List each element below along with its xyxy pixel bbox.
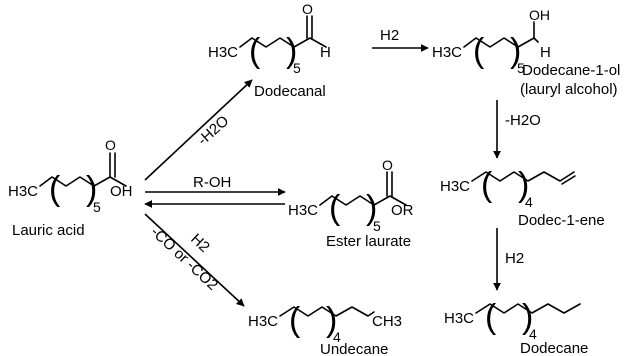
- reagent-dehydration-top: -H2O: [194, 112, 232, 149]
- lauric-acid-o: O: [105, 137, 116, 153]
- lauric-acid-paren-left: (: [49, 170, 61, 208]
- reagent-r-oh: R-OH: [193, 174, 231, 191]
- dodecane-structure: H3C ( ) 4: [444, 298, 581, 342]
- dodecanol-repeat: 5: [517, 60, 525, 76]
- dodecane-paren-right: ): [522, 298, 533, 336]
- dodecanol-paren-right: ): [510, 32, 521, 70]
- dodecanol-oh: OH: [529, 7, 550, 23]
- dodecene-paren-right: ): [518, 166, 529, 204]
- dodecene-h3c: H3C: [440, 178, 470, 195]
- dodecene-label: Dodec-1-ene: [518, 212, 605, 229]
- reagent-dehydration-top-text: -H2O: [194, 112, 232, 149]
- ester-h3c: H3C: [288, 202, 318, 219]
- dodecanal-paren-right: ): [286, 32, 297, 70]
- undecane-structure: H3C ( ) 4 CH3: [248, 301, 402, 345]
- dodecanol-structure: H3C OH ( ) 5 H: [432, 7, 551, 76]
- undecane-paren-right: ): [326, 301, 337, 339]
- reagent-decarb-text: -CO or -CO2: [147, 223, 221, 293]
- lauric-acid-structure: H3C O ( ) 5 OH: [8, 137, 133, 215]
- lauric-acid-paren-right: ): [86, 170, 97, 208]
- ester-label: Ester laurate: [326, 233, 411, 250]
- ester-paren-right: ): [366, 189, 377, 227]
- dodecanol-label-alt: (lauryl alcohol): [520, 81, 618, 98]
- dodecanal-paren-left: (: [249, 32, 261, 70]
- undecane-ch3: CH3: [372, 313, 402, 330]
- arrow-acid-to-undecane: [144, 213, 245, 307]
- lauric-acid-repeat: 5: [93, 199, 101, 215]
- dodecanal-repeat: 5: [293, 60, 301, 76]
- dodecane-label: Dodecane: [520, 340, 588, 356]
- dodecanal-o: O: [302, 1, 313, 17]
- lauric-acid-oh: OH: [110, 183, 133, 200]
- lauric-acid-label: Lauric acid: [12, 222, 85, 239]
- arrow-acid-to-dodecanal: [144, 79, 253, 181]
- reagent-h2-top: H2: [380, 27, 399, 44]
- dodecanol-label: Dodecane-1-ol: [522, 62, 620, 79]
- dodecanal-structure: H3C O ( ) 5 H: [208, 1, 331, 76]
- undecane-h3c: H3C: [248, 313, 278, 330]
- dodecanal-h: H: [320, 44, 331, 61]
- undecane-repeat: 4: [333, 329, 341, 345]
- reagent-h2-lower-text: H2: [187, 230, 213, 256]
- reagent-h2-lower: H2: [187, 230, 213, 256]
- reagent-decarb: -CO or -CO2: [147, 223, 221, 293]
- dodecane-paren-left: (: [485, 298, 497, 336]
- dodecene-paren-left: (: [481, 166, 493, 204]
- ester-o: O: [382, 157, 393, 173]
- dodecanol-h: H: [540, 44, 551, 61]
- dodecene-structure: H3C ( ) 4: [440, 166, 576, 210]
- undecane-paren-left: (: [289, 301, 301, 339]
- undecane-label: Undecane: [320, 341, 388, 356]
- dodecanol-paren-left: (: [473, 32, 485, 70]
- dodecane-repeat: 4: [529, 326, 537, 342]
- lauric-acid-h3c: H3C: [8, 183, 38, 200]
- dodecanal-h3c: H3C: [208, 44, 238, 61]
- reagent-dehydration-right: -H2O: [505, 112, 541, 129]
- ester-structure: H3C O ( ) 5 OR: [288, 157, 414, 234]
- ester-paren-left: (: [329, 189, 341, 227]
- dodecane-h3c: H3C: [444, 310, 474, 327]
- ester-or: OR: [391, 202, 414, 219]
- dodecanol-h3c: H3C: [432, 44, 462, 61]
- dodecanal-label: Dodecanal: [254, 83, 326, 100]
- ester-repeat: 5: [373, 218, 381, 234]
- reagent-h2-right: H2: [505, 250, 524, 267]
- dodecene-repeat: 4: [525, 194, 533, 210]
